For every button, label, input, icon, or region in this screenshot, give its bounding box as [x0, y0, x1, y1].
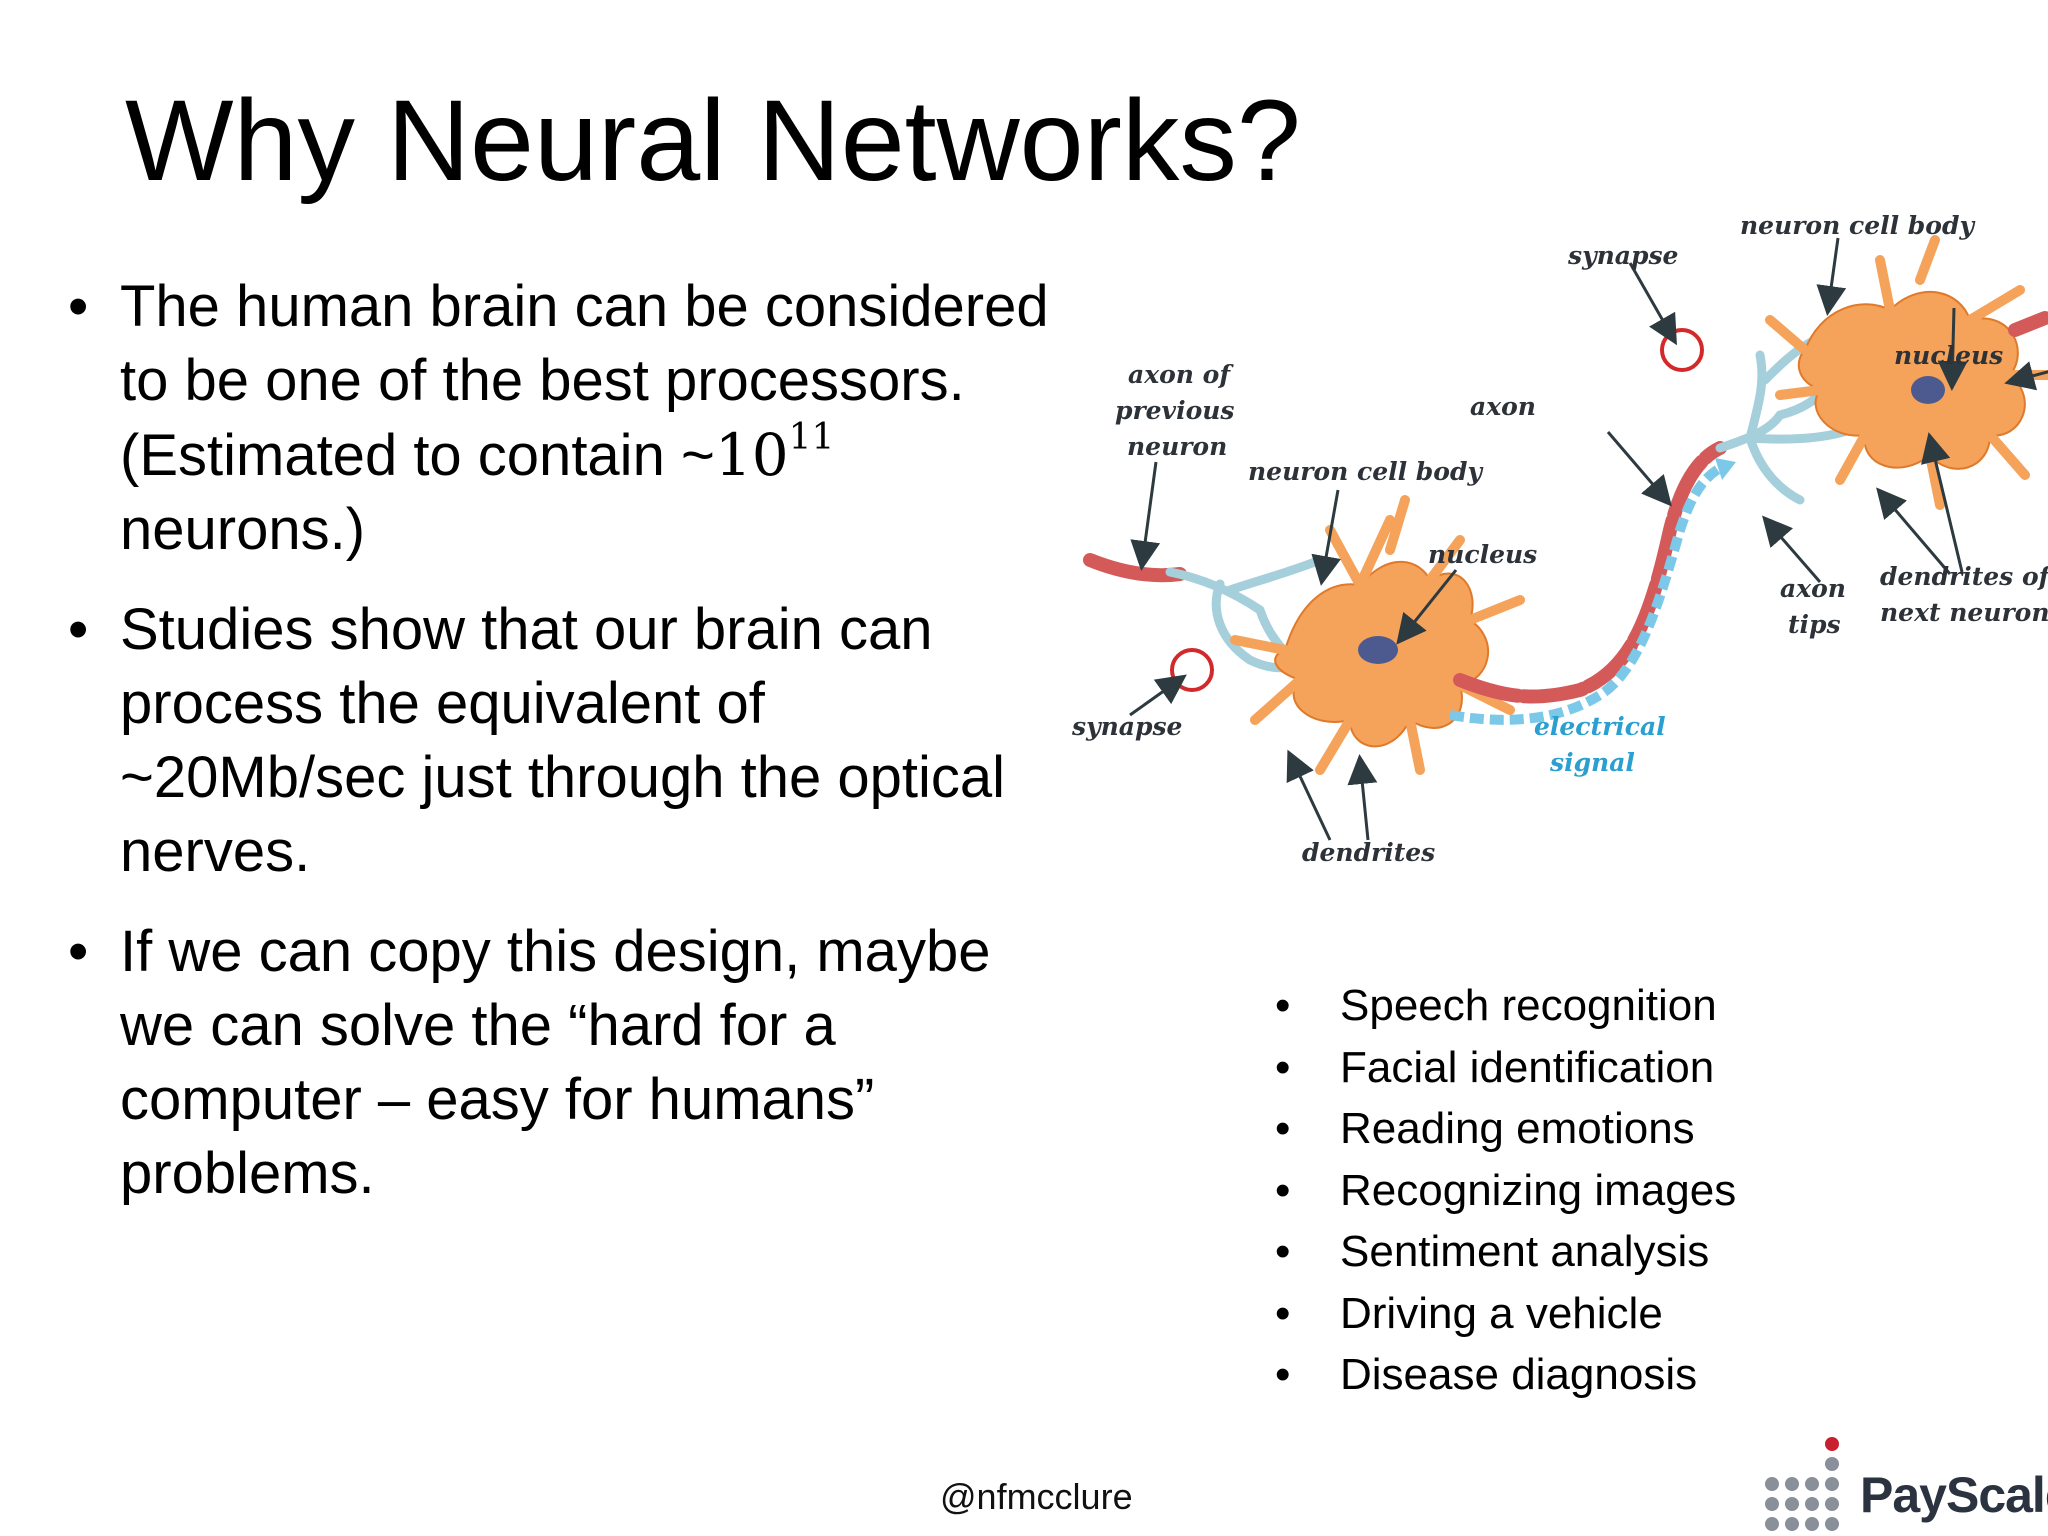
- bullet-text-line: The human brain can be considered: [120, 274, 1049, 339]
- list-item: • Driving a vehicle: [1270, 1283, 1970, 1345]
- application-label: Recognizing images: [1340, 1165, 1737, 1215]
- application-label: Driving a vehicle: [1340, 1288, 1663, 1338]
- list-item: • Sentiment analysis: [1270, 1221, 1970, 1283]
- bullet-glyph: •: [1275, 1350, 1291, 1399]
- application-label: Reading emotions: [1340, 1104, 1695, 1153]
- bullet-text-line: problems.: [120, 1141, 375, 1206]
- label-axon-of: axon of: [1128, 360, 1234, 389]
- label-electrical: electrical: [1534, 712, 1666, 741]
- application-label: Facial identification: [1340, 1042, 1715, 1092]
- label-neuron: neuron: [1127, 432, 1227, 461]
- label-dendrites-of: dendrites of: [1880, 562, 2048, 591]
- bullet-glyph: •: [1275, 981, 1291, 1030]
- bullet-text-line: computer – easy for humans”: [120, 1067, 875, 1132]
- bullet-copy-design: • If we can copy this design, maybe we c…: [60, 915, 1120, 1211]
- bullet-glyph: •: [1275, 1104, 1291, 1153]
- label-arrows: [1129, 237, 2048, 841]
- bullet-text-line: process the equivalent of: [120, 671, 765, 736]
- bullet-glyph: •: [68, 597, 89, 662]
- label-nucleus-2: nucleus: [1894, 341, 2003, 370]
- label-nucleus-1: nucleus: [1428, 540, 1537, 569]
- list-item: • Recognizing images: [1270, 1160, 1970, 1222]
- bullet-glyph: •: [68, 274, 89, 339]
- label-neuron-cell-body-2: neuron cell body: [1740, 211, 1975, 240]
- footer-handle: @nfmcclure: [940, 1476, 1133, 1517]
- signal-arrowhead: [1715, 458, 1736, 480]
- bullet-glyph: •: [1275, 1227, 1291, 1276]
- list-item: • Facial identification: [1270, 1037, 1970, 1099]
- list-item: • Disease diagnosis: [1270, 1344, 1970, 1406]
- application-label: Speech recognition: [1340, 981, 1717, 1030]
- list-item: • Speech recognition: [1270, 975, 1970, 1037]
- bullet-glyph: •: [68, 919, 89, 984]
- label-axon: axon: [1470, 392, 1536, 421]
- estimate-exponent: 11: [788, 417, 835, 458]
- label-synapse-2: synapse: [1567, 241, 1678, 270]
- application-label: Sentiment analysis: [1340, 1227, 1710, 1276]
- electrical-signal-arrow: [1449, 463, 1723, 725]
- payscale-logo-text: PayScale: [1860, 1467, 2048, 1523]
- bullet-glyph: •: [1275, 1288, 1291, 1338]
- slide-title: Why Neural Networks?: [125, 77, 1301, 205]
- second-nucleus: [1911, 376, 1945, 404]
- neuron-diagram: axon of previous neuron neuron cell body…: [1071, 211, 2048, 867]
- estimate-suffix: neurons.): [120, 497, 366, 562]
- bullet-text-line: Studies show that our brain can: [120, 597, 933, 662]
- estimate-math: 1011: [714, 420, 835, 490]
- bullet-text-line: ~20Mb/sec just through the optical: [120, 745, 1006, 810]
- bullet-optical-nerves: • Studies show that our brain can proces…: [60, 593, 1120, 889]
- label-dendrites: dendrites: [1302, 838, 1435, 867]
- bullet-text-line: nerves.: [120, 819, 311, 884]
- synapse-circle-1: [1170, 648, 1214, 692]
- bullet-text-line: to be one of the best processors.: [120, 348, 965, 413]
- label-previous: previous: [1115, 396, 1235, 425]
- label-neuron-cell-body-1: neuron cell body: [1248, 457, 1483, 486]
- main-axon: [1453, 441, 1727, 704]
- label-axon-tips-1: axon: [1780, 574, 1846, 603]
- estimate-prefix: (Estimated to contain ~: [120, 423, 715, 488]
- label-signal: signal: [1549, 748, 1635, 777]
- bullet-text-line: If we can copy this design, maybe: [120, 919, 991, 984]
- second-neuron-body: [1765, 235, 2048, 510]
- payscale-logo-mark: [1765, 1437, 1839, 1531]
- list-item: • Reading emotions: [1270, 1098, 1970, 1160]
- label-axon-tips-2: tips: [1788, 610, 1841, 639]
- bullet-brain-processor: • The human brain can be considered to b…: [60, 270, 1120, 567]
- applications-list: • Speech recognition • Facial identificati…: [1270, 975, 1970, 1406]
- bullet-glyph: •: [1275, 1165, 1291, 1215]
- axon-tips: [1715, 335, 1855, 505]
- main-bullet-list: • The human brain can be considered to b…: [60, 270, 1120, 1237]
- bullet-text-line: we can solve the “hard for a: [120, 993, 836, 1058]
- first-nucleus: [1358, 636, 1398, 664]
- application-label: Disease diagnosis: [1340, 1350, 1698, 1399]
- label-next-neuron: next neuron: [1880, 598, 2048, 627]
- estimate-base: 10: [714, 421, 789, 489]
- label-synapse-1: synapse: [1071, 712, 1182, 741]
- synapse-circle-2: [1660, 328, 1704, 372]
- bullet-glyph: •: [1275, 1042, 1291, 1092]
